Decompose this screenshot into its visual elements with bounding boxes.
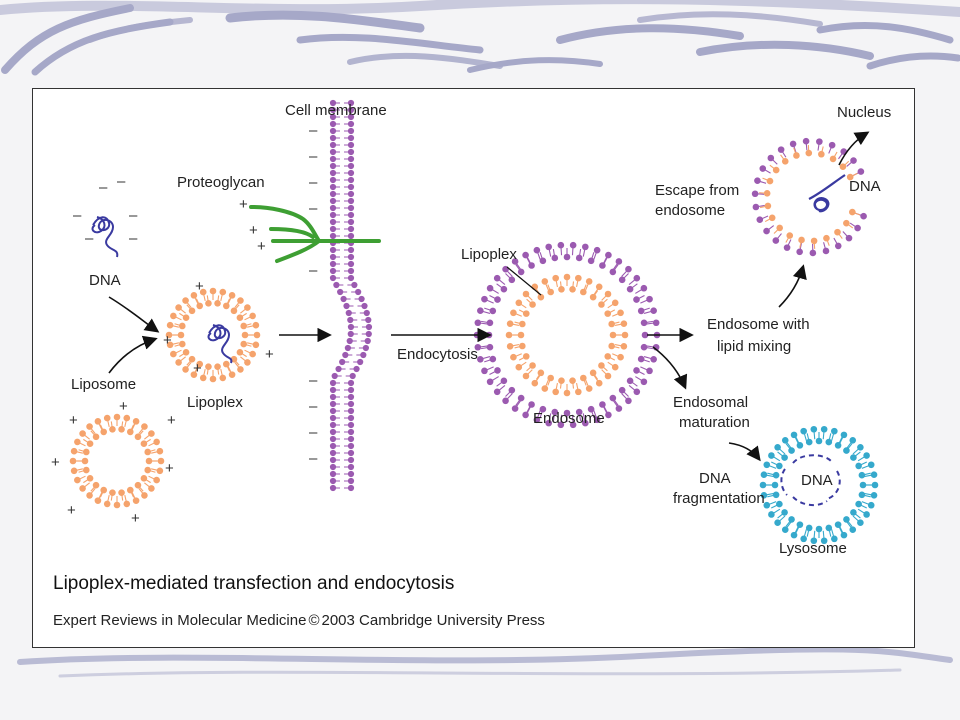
lysosome-label: Lysosome <box>779 540 847 557</box>
arrows <box>108 131 870 462</box>
plus-sign: + <box>265 346 274 363</box>
cell-membrane-bilayer <box>329 99 373 492</box>
minus-sign: – <box>309 450 318 467</box>
arrow-mixing-to-escape <box>778 264 807 308</box>
dna-escape-label: DNA <box>849 178 881 195</box>
plus-sign: + <box>167 412 176 429</box>
lipoplex-vesicle <box>165 287 261 383</box>
minus-sign: – <box>85 230 94 247</box>
credit-journal: Expert Reviews in Molecular Medicine <box>53 612 306 629</box>
plus-sign: + <box>69 412 78 429</box>
proteoglycan-icon <box>249 205 381 263</box>
arrow-dna-to-lipoplex <box>108 296 160 333</box>
fragmentation-label-line1: DNA <box>699 470 731 487</box>
minus-sign: – <box>309 262 318 279</box>
liposome <box>69 413 165 509</box>
maturation-label-line2: maturation <box>679 414 750 431</box>
dna-lipoplex-icon <box>207 324 233 364</box>
credit-publisher: 2003 Cambridge University Press <box>322 612 545 629</box>
minus-sign: – <box>129 207 138 224</box>
figure-title: Lipoplex-mediated transfection and endoc… <box>53 573 454 594</box>
minus-sign: – <box>117 173 126 190</box>
pointer-line <box>506 266 542 296</box>
dna-label: DNA <box>89 272 121 289</box>
lysosome-vesicle <box>759 425 879 545</box>
copyright-symbol: © <box>308 612 319 629</box>
minus-sign: – <box>309 122 318 139</box>
dna-fragments-icon <box>780 454 841 507</box>
escape-label-line2: endosome <box>655 202 725 219</box>
minus-sign: – <box>73 207 82 224</box>
endocytosis-label: Endocytosis <box>397 346 478 363</box>
arrow-endosome-to-maturation <box>652 346 688 390</box>
nucleus-label: Nucleus <box>837 104 891 121</box>
arrow-liposome-to-lipoplex <box>108 335 158 374</box>
dna-lysosome-label: DNA <box>801 472 833 489</box>
minus-sign: – <box>309 200 318 217</box>
plus-sign: + <box>165 460 174 477</box>
proteoglycan-label: Proteoglycan <box>177 174 265 191</box>
plus-sign: + <box>51 454 60 471</box>
plus-sign: + <box>163 332 172 349</box>
plus-sign: + <box>193 360 202 377</box>
escaping-endosome-vesicle <box>751 137 867 257</box>
mixing-label-line1: Endosome with <box>707 316 810 333</box>
plus-sign: + <box>249 222 258 239</box>
cell-membrane-label: Cell membrane <box>285 102 387 119</box>
lipoplex-endosome-label: Lipoplex <box>461 246 517 263</box>
plus-sign: + <box>119 398 128 415</box>
lipoplex-label: Lipoplex <box>187 394 243 411</box>
escape-label-line1: Escape from <box>655 182 739 199</box>
plus-sign: + <box>131 510 140 527</box>
dna-strand-escape-icon <box>808 174 846 213</box>
endosome-vesicle <box>473 241 661 429</box>
mixing-label-line2: lipid mixing <box>717 338 791 355</box>
fragmentation-label-line2: fragmentation <box>673 490 765 507</box>
diagram-frame: – – – – – – + + + + + + + + + + + + + + <box>32 88 915 648</box>
minus-sign: – <box>309 424 318 441</box>
plus-sign: + <box>67 502 76 519</box>
liposome-label: Liposome <box>71 376 136 393</box>
arrow-to-lysosome <box>728 442 761 462</box>
minus-sign: – <box>129 230 138 247</box>
transfection-diagram: – – – – – – + + + + + + + + + + + + + + <box>51 99 891 629</box>
plus-sign: + <box>195 278 204 295</box>
arrow-escape-to-nucleus <box>838 131 870 166</box>
figure-credit: Expert Reviews in Molecular Medicine©200… <box>53 612 545 629</box>
plus-sign: + <box>257 238 266 255</box>
minus-sign: – <box>99 179 108 196</box>
maturation-label-line1: Endosomal <box>673 394 748 411</box>
plus-sign: + <box>239 196 248 213</box>
minus-sign: – <box>309 148 318 165</box>
minus-sign: – <box>309 398 318 415</box>
dna-free-icon <box>91 216 119 258</box>
endosome-label: Endosome <box>533 410 605 427</box>
charge-signs: – – – – – – + + + + + + + + + + + + + + <box>51 122 318 527</box>
minus-sign: – <box>309 372 318 389</box>
minus-sign: – <box>309 174 318 191</box>
